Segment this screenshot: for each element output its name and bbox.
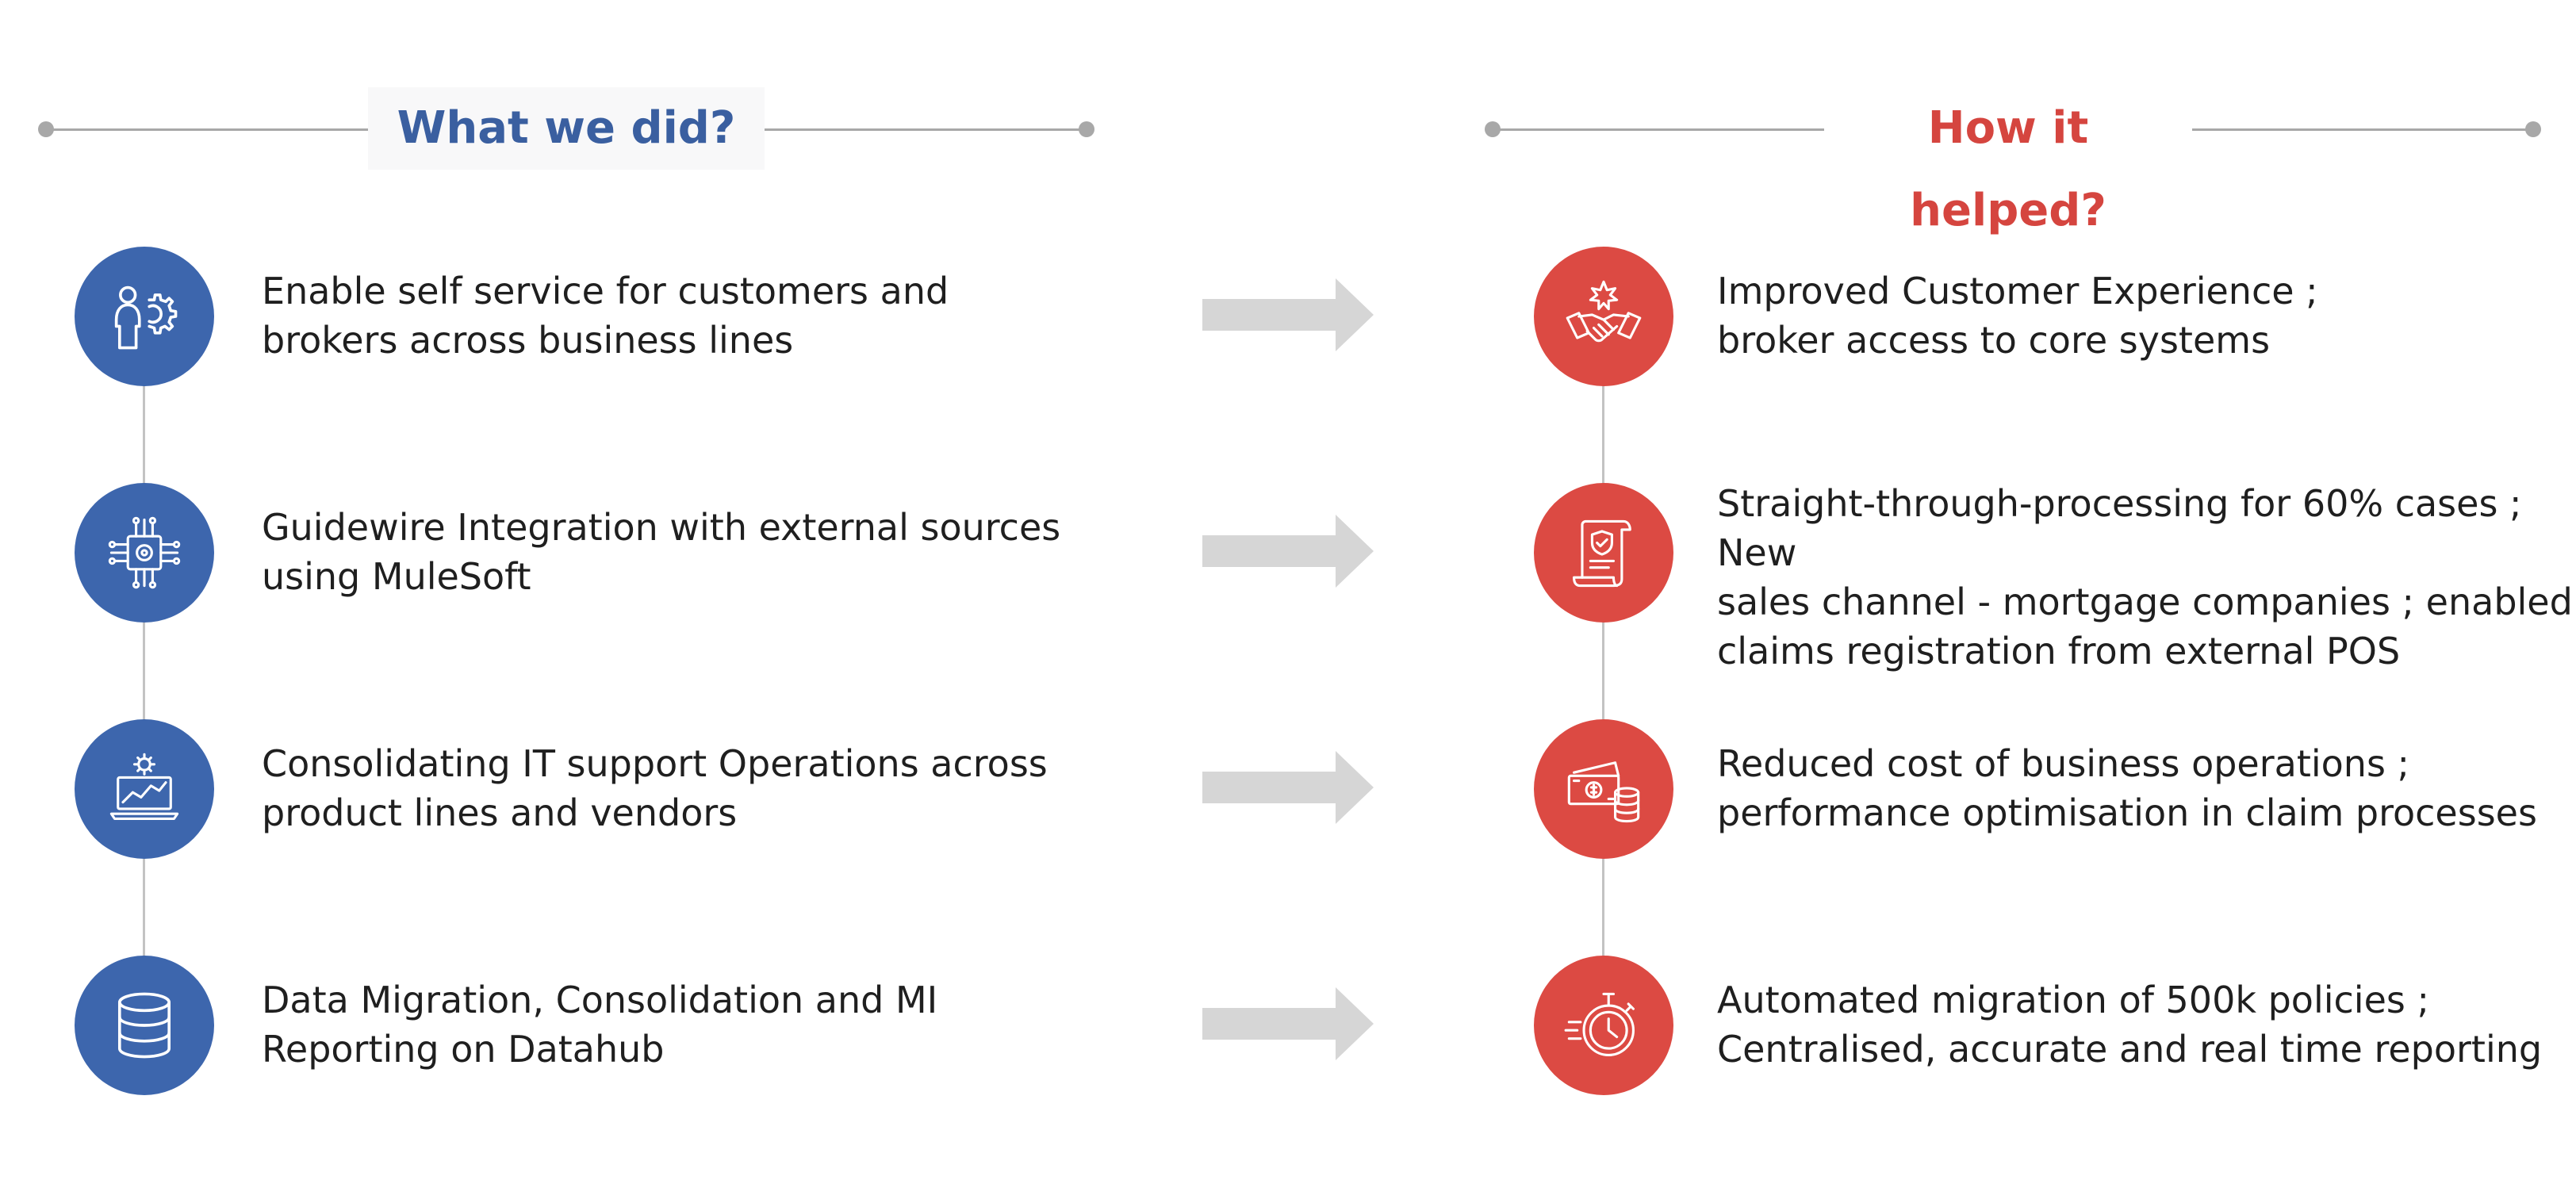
left-item-3-text: Consolidating IT support Operations acro… — [262, 742, 1048, 834]
right-timeline-connector — [1602, 858, 1604, 958]
user-gear-icon — [114, 285, 178, 350]
arrow-right-icon — [1202, 987, 1374, 1060]
right-item-1-text: Improved Customer Experience ; broker ac… — [1717, 270, 2318, 362]
header-right-dot-end — [2525, 121, 2541, 137]
header-right-rule-left — [1493, 128, 1824, 131]
right-timeline-connector — [1602, 385, 1604, 485]
header-left-dot-end — [1079, 121, 1094, 137]
left-timeline-connector — [143, 385, 145, 485]
what-we-did-title: What we did? — [368, 87, 765, 170]
arrow-right-icon — [1202, 278, 1374, 351]
left-timeline-connector — [143, 858, 145, 958]
stopwatch-icon — [1564, 992, 1635, 1056]
header-right-rule-right — [2192, 128, 2532, 131]
money-coins-icon — [1567, 761, 1640, 823]
left-item-3-circle — [75, 719, 214, 859]
right-item-3-text: Reduced cost of business operations ; pe… — [1717, 742, 2537, 834]
arrow-right-icon — [1202, 515, 1374, 588]
left-item-2-circle — [75, 483, 214, 623]
left-item-2-text: Guidewire Integration with external sour… — [262, 506, 1061, 598]
handshake-icon — [1566, 280, 1642, 343]
right-item-3-circle — [1534, 719, 1673, 859]
policy-document-icon — [1573, 519, 1631, 588]
right-item-2-text: Straight-through-processing for 60% case… — [1717, 482, 2573, 672]
right-item-1-circle — [1534, 247, 1673, 386]
arrow-right-icon — [1202, 751, 1374, 824]
laptop-analytics-icon — [109, 753, 179, 820]
left-timeline-connector — [143, 622, 145, 722]
database-icon — [117, 992, 171, 1059]
right-item-2-circle — [1534, 483, 1673, 623]
left-item-1-circle — [75, 247, 214, 386]
left-item-4-circle — [75, 956, 214, 1095]
right-timeline-connector — [1602, 622, 1604, 722]
left-item-1-text: Enable self service for customers and br… — [262, 270, 949, 362]
right-item-4-circle — [1534, 956, 1673, 1095]
circuit-chip-icon — [108, 516, 181, 589]
left-item-4-text: Data Migration, Consolidation and MI Rep… — [262, 979, 938, 1071]
how-it-helped-title: How it helped? — [1824, 87, 2192, 236]
header-left-rule-left — [46, 128, 368, 131]
right-item-4-text: Automated migration of 500k policies ; C… — [1717, 979, 2543, 1071]
header-left-rule-right — [765, 128, 1085, 131]
